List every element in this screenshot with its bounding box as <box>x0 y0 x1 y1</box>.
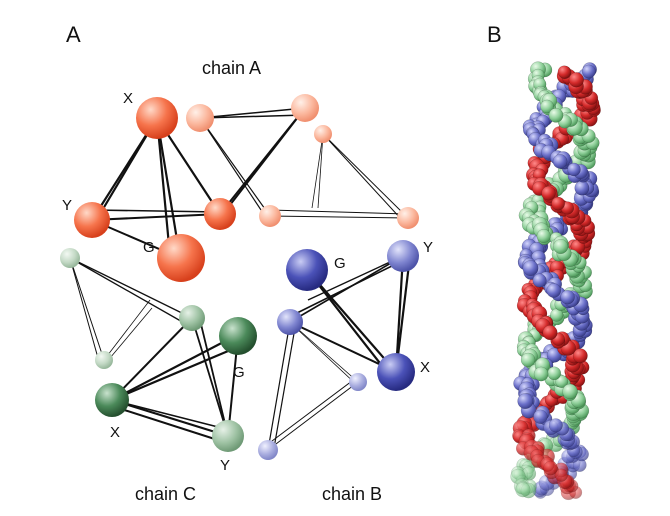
chain-a-atom-6 <box>314 125 332 143</box>
triple-helix-space-filling-model <box>510 61 601 501</box>
chain-b-atoms <box>258 240 419 460</box>
chain-c-atom-2 <box>179 305 205 331</box>
helix-atom-green <box>553 238 569 255</box>
chain-a-x-label: X <box>123 90 133 107</box>
chain-c-atom-x <box>95 383 129 417</box>
helix-atom-green <box>533 366 549 382</box>
chain-a-atom-x <box>136 97 178 139</box>
chain-a-bonds <box>91 107 409 259</box>
helix-atom-green <box>548 107 564 123</box>
chain-a-g-label: G <box>143 239 155 256</box>
helix-atom-blue <box>567 162 581 177</box>
chain-b-atom-y <box>387 240 419 272</box>
helix-atom-green <box>536 228 551 244</box>
helix-atom-blue <box>517 393 534 410</box>
helix-atom-green <box>520 352 536 368</box>
chain-b-bonds <box>267 255 412 451</box>
helix-atom-red <box>542 325 558 341</box>
chain-b-label: chain B <box>322 484 382 504</box>
chain-a-label: chain A <box>202 58 261 78</box>
helix-atom-green <box>562 383 578 400</box>
chain-b-x-label: X <box>420 359 430 376</box>
helix-atom-green <box>540 99 554 114</box>
helix-atom-blue <box>546 283 562 298</box>
panel-a-letter: A <box>66 22 81 47</box>
chain-a-y-label: Y <box>62 197 72 214</box>
helix-atom-blue <box>552 154 568 169</box>
chain-a-atoms <box>74 94 419 282</box>
chain-c-atom-1 <box>60 248 80 268</box>
chain-c-atom-3 <box>95 351 113 369</box>
helix-atom-blue <box>522 260 539 277</box>
helix-atom-blue <box>581 64 596 79</box>
helix-atom-blue <box>548 418 563 433</box>
chain-c-atoms <box>60 248 257 452</box>
chain-a-atom-3 <box>186 104 214 132</box>
helix-atom-blue <box>546 347 562 363</box>
helix-atom-blue <box>560 289 575 305</box>
chain-b-atom-2 <box>349 373 367 391</box>
helix-atom-red <box>554 468 568 482</box>
helix-atom-red <box>541 186 556 201</box>
chain-a-atom-4 <box>291 94 319 122</box>
chain-a-atom-2 <box>204 198 236 230</box>
helix-atom-red <box>551 196 565 211</box>
helix-atom-red <box>568 72 584 88</box>
chain-b-atom-3 <box>258 440 278 460</box>
helix-atom-green <box>555 375 569 388</box>
helix-atom-red <box>543 460 558 476</box>
chain-c-bonds <box>69 257 241 443</box>
helix-atom-green <box>515 482 531 498</box>
panel-b-letter: B <box>487 22 502 47</box>
chain-a-atom-7 <box>397 207 419 229</box>
chain-b-atom-1 <box>277 309 303 335</box>
helix-atom-green <box>547 366 562 381</box>
chain-b-atom-g <box>286 249 328 291</box>
chain-c-atom-g <box>219 317 257 355</box>
chain-a-atom-y <box>74 202 110 238</box>
helix-atom-blue <box>533 409 548 424</box>
chain-c-x-label: X <box>110 424 120 441</box>
chain-b-atom-x <box>377 353 415 391</box>
chain-b-y-label: Y <box>423 239 433 256</box>
helix-atom-blue <box>532 273 547 288</box>
helix-atom-red <box>557 65 571 79</box>
chain-a-atom-5 <box>259 205 281 227</box>
chain-c-label: chain C <box>135 484 196 504</box>
chain-b-g-label: G <box>334 255 346 272</box>
chain-a-atom-g <box>157 234 205 282</box>
helix-atom-red <box>572 348 588 364</box>
chain-c-g-label: G <box>233 364 245 381</box>
chain-c-y-label: Y <box>220 457 230 474</box>
chain-c-atom-y <box>212 420 244 452</box>
helix-atom-blue <box>574 180 590 196</box>
